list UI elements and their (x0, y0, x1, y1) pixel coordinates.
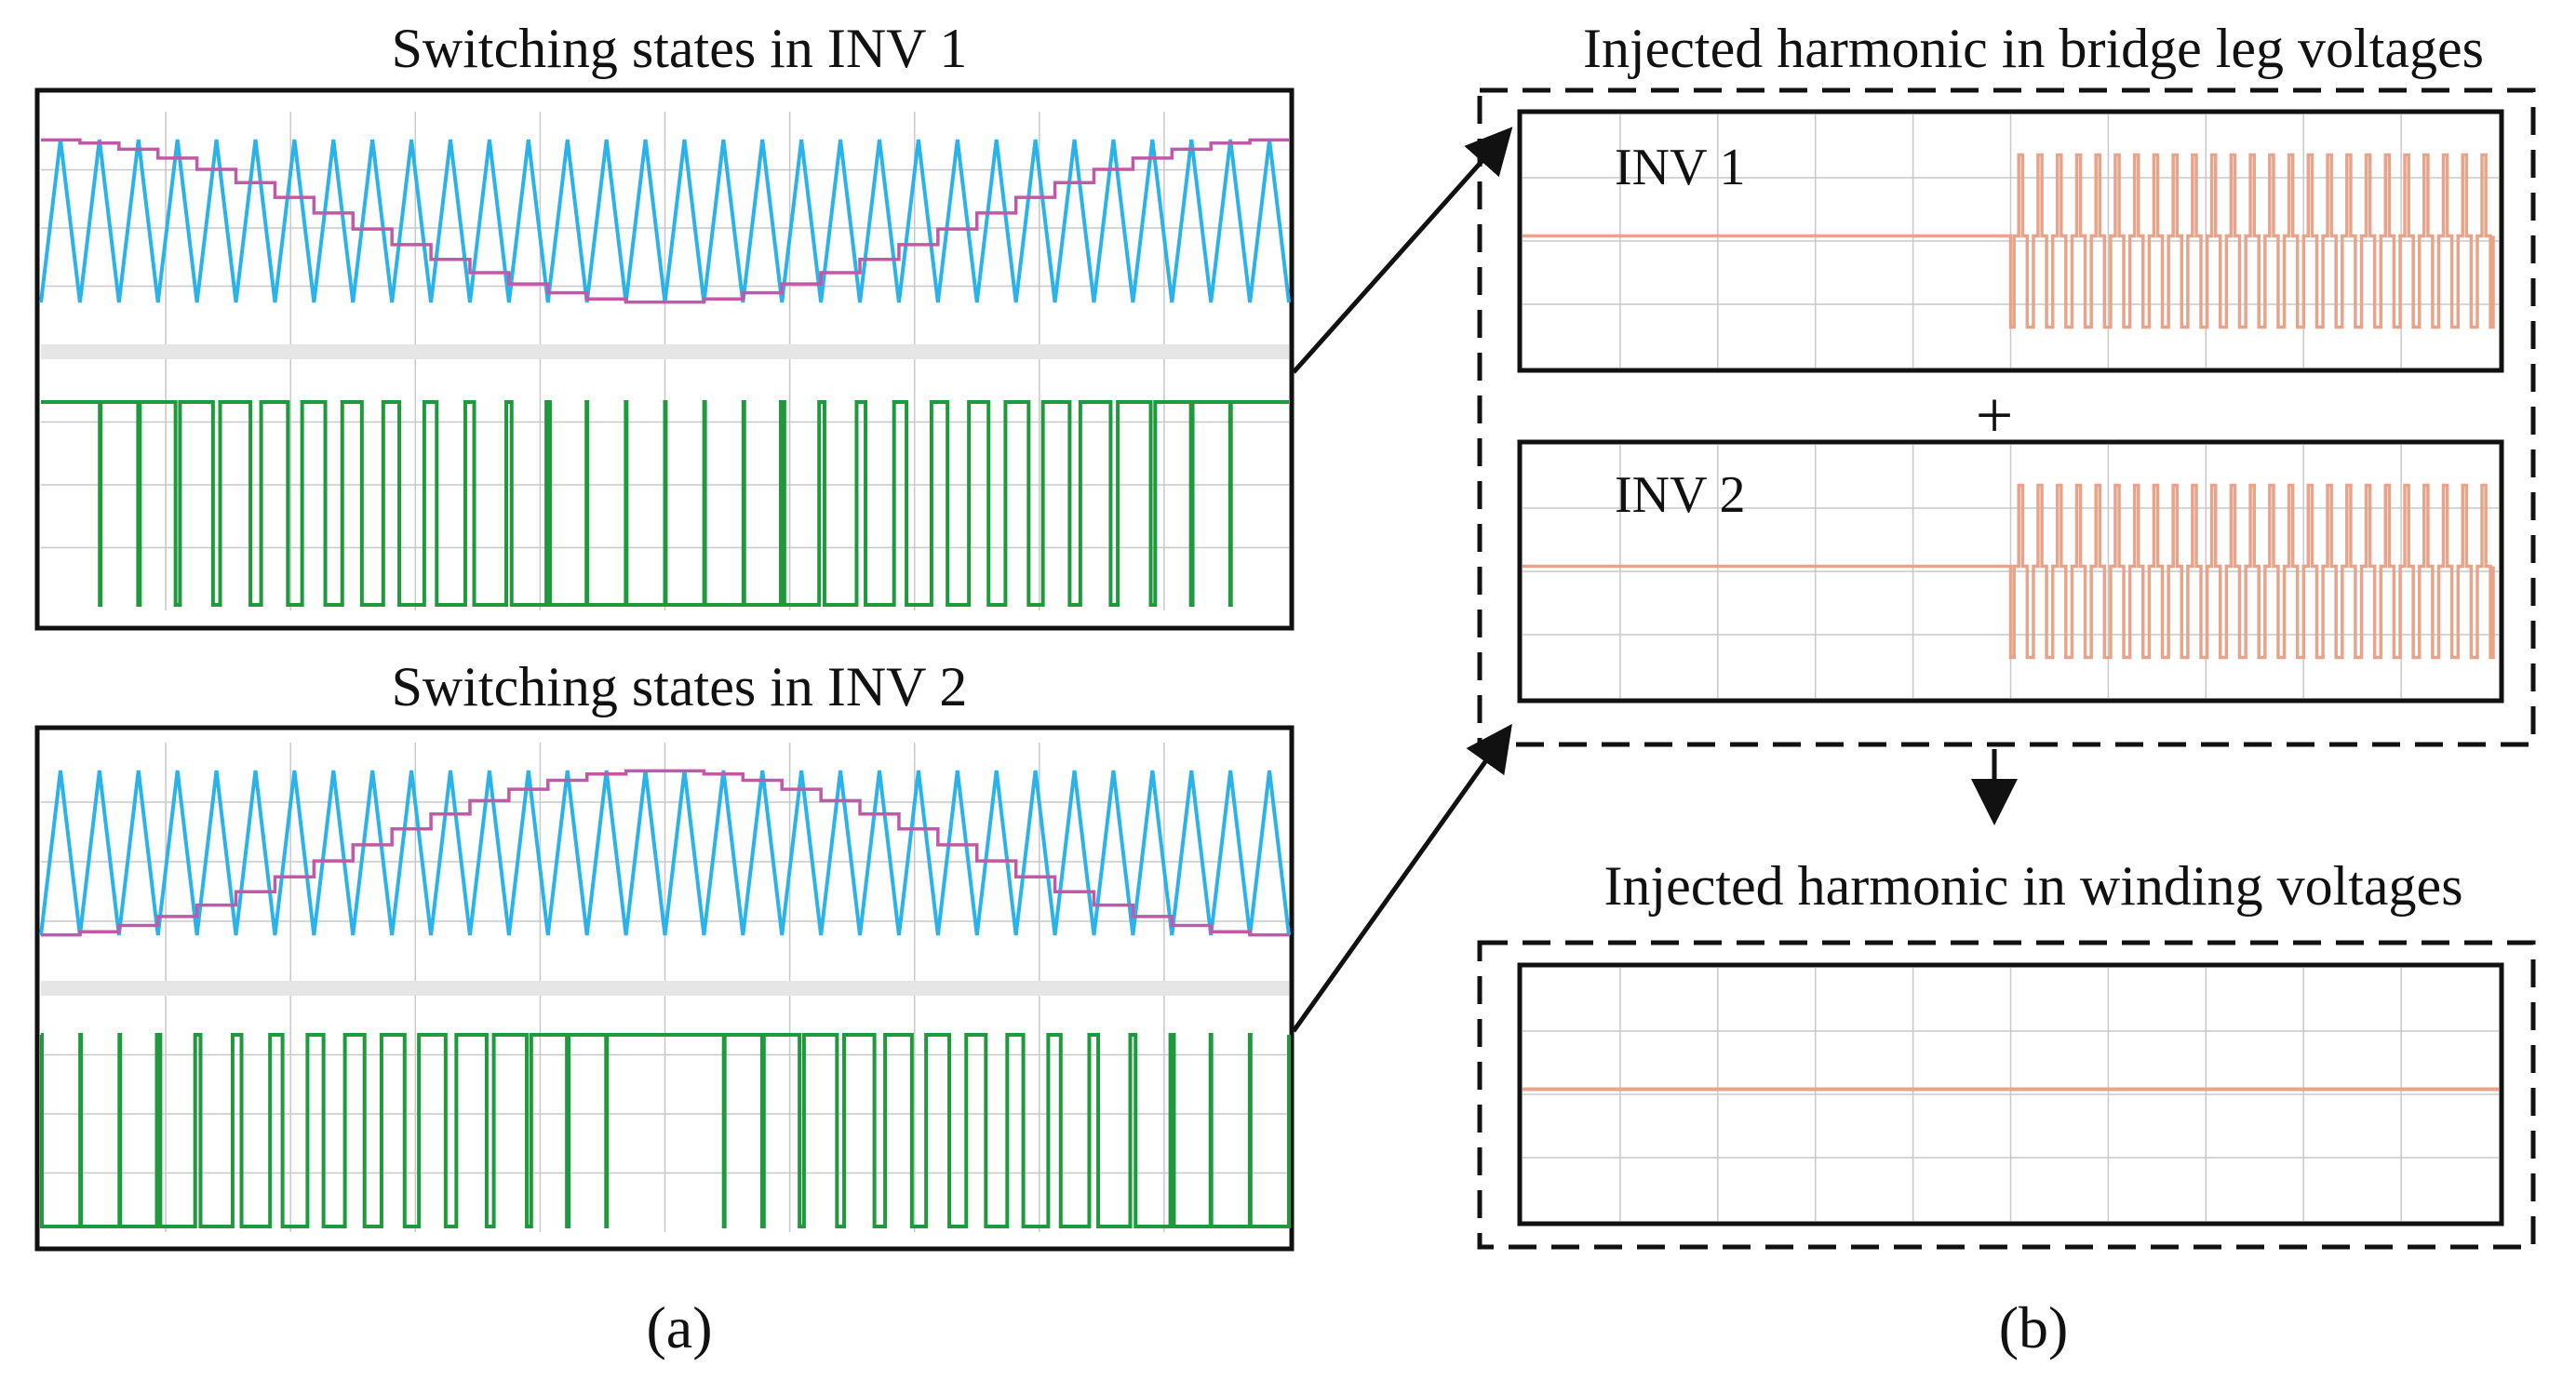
inv1-to-bridge-leg-arrow (1292, 127, 1513, 374)
scope-separator (41, 981, 1289, 996)
harmonic-pulse-train (1523, 153, 2495, 329)
modulation-wave (41, 138, 1289, 304)
scope-separator (41, 344, 1289, 359)
winding-harmonic-plot (1517, 962, 2504, 1226)
inv1-harmonic-plot: INV 1 (1517, 109, 2504, 373)
bridge-leg-harmonic-title: Injected harmonic in bridge leg voltages (1583, 18, 2484, 79)
inv2-switching-signal-plot (39, 996, 1291, 1232)
inv2-scope-plot (34, 725, 1295, 1252)
inv1-switching-signal-plot (41, 359, 1289, 610)
inv2-harmonic-waveform (1523, 445, 2499, 698)
inv2-harmonic-plot: INV 2 (1517, 439, 2504, 704)
inv1-switching-title: Switching states in INV 1 (392, 18, 968, 79)
inv1-scope-plot (34, 87, 1295, 631)
panel-b-caption: (b) (1999, 1294, 2069, 1360)
winding-harmonic-title: Injected harmonic in winding voltages (1603, 855, 2462, 917)
bridge-leg-dashed-group (1477, 87, 2536, 747)
inv2-switching-title: Switching states in INV 2 (392, 656, 968, 717)
inv1-harmonic-label: INV 1 (1615, 139, 1746, 196)
modulation-wave (41, 769, 1289, 937)
winding-harmonic-waveform (1523, 968, 2499, 1221)
harmonic-pulse-train (1523, 483, 2495, 660)
inv2-harmonic-label: INV 2 (1615, 466, 1746, 524)
inv1-harmonic-waveform (1523, 114, 2499, 368)
inv1-carrier-modulation-plot (39, 112, 1291, 359)
carrier-wave (39, 770, 1291, 936)
panel-a-caption: (a) (646, 1294, 712, 1360)
switching-signal (39, 1033, 1291, 1228)
inv2-to-bridge-leg-arrow (1291, 723, 1512, 1033)
switching-signal (41, 400, 1289, 607)
panel-b: Injected harmonic in bridge leg voltages… (1477, 18, 2536, 1360)
winding-dashed-group (1477, 940, 2536, 1250)
panel-a: Switching states in INV 1 Switching stat… (34, 18, 1295, 1360)
inv2-carrier-modulation-plot (39, 743, 1291, 996)
